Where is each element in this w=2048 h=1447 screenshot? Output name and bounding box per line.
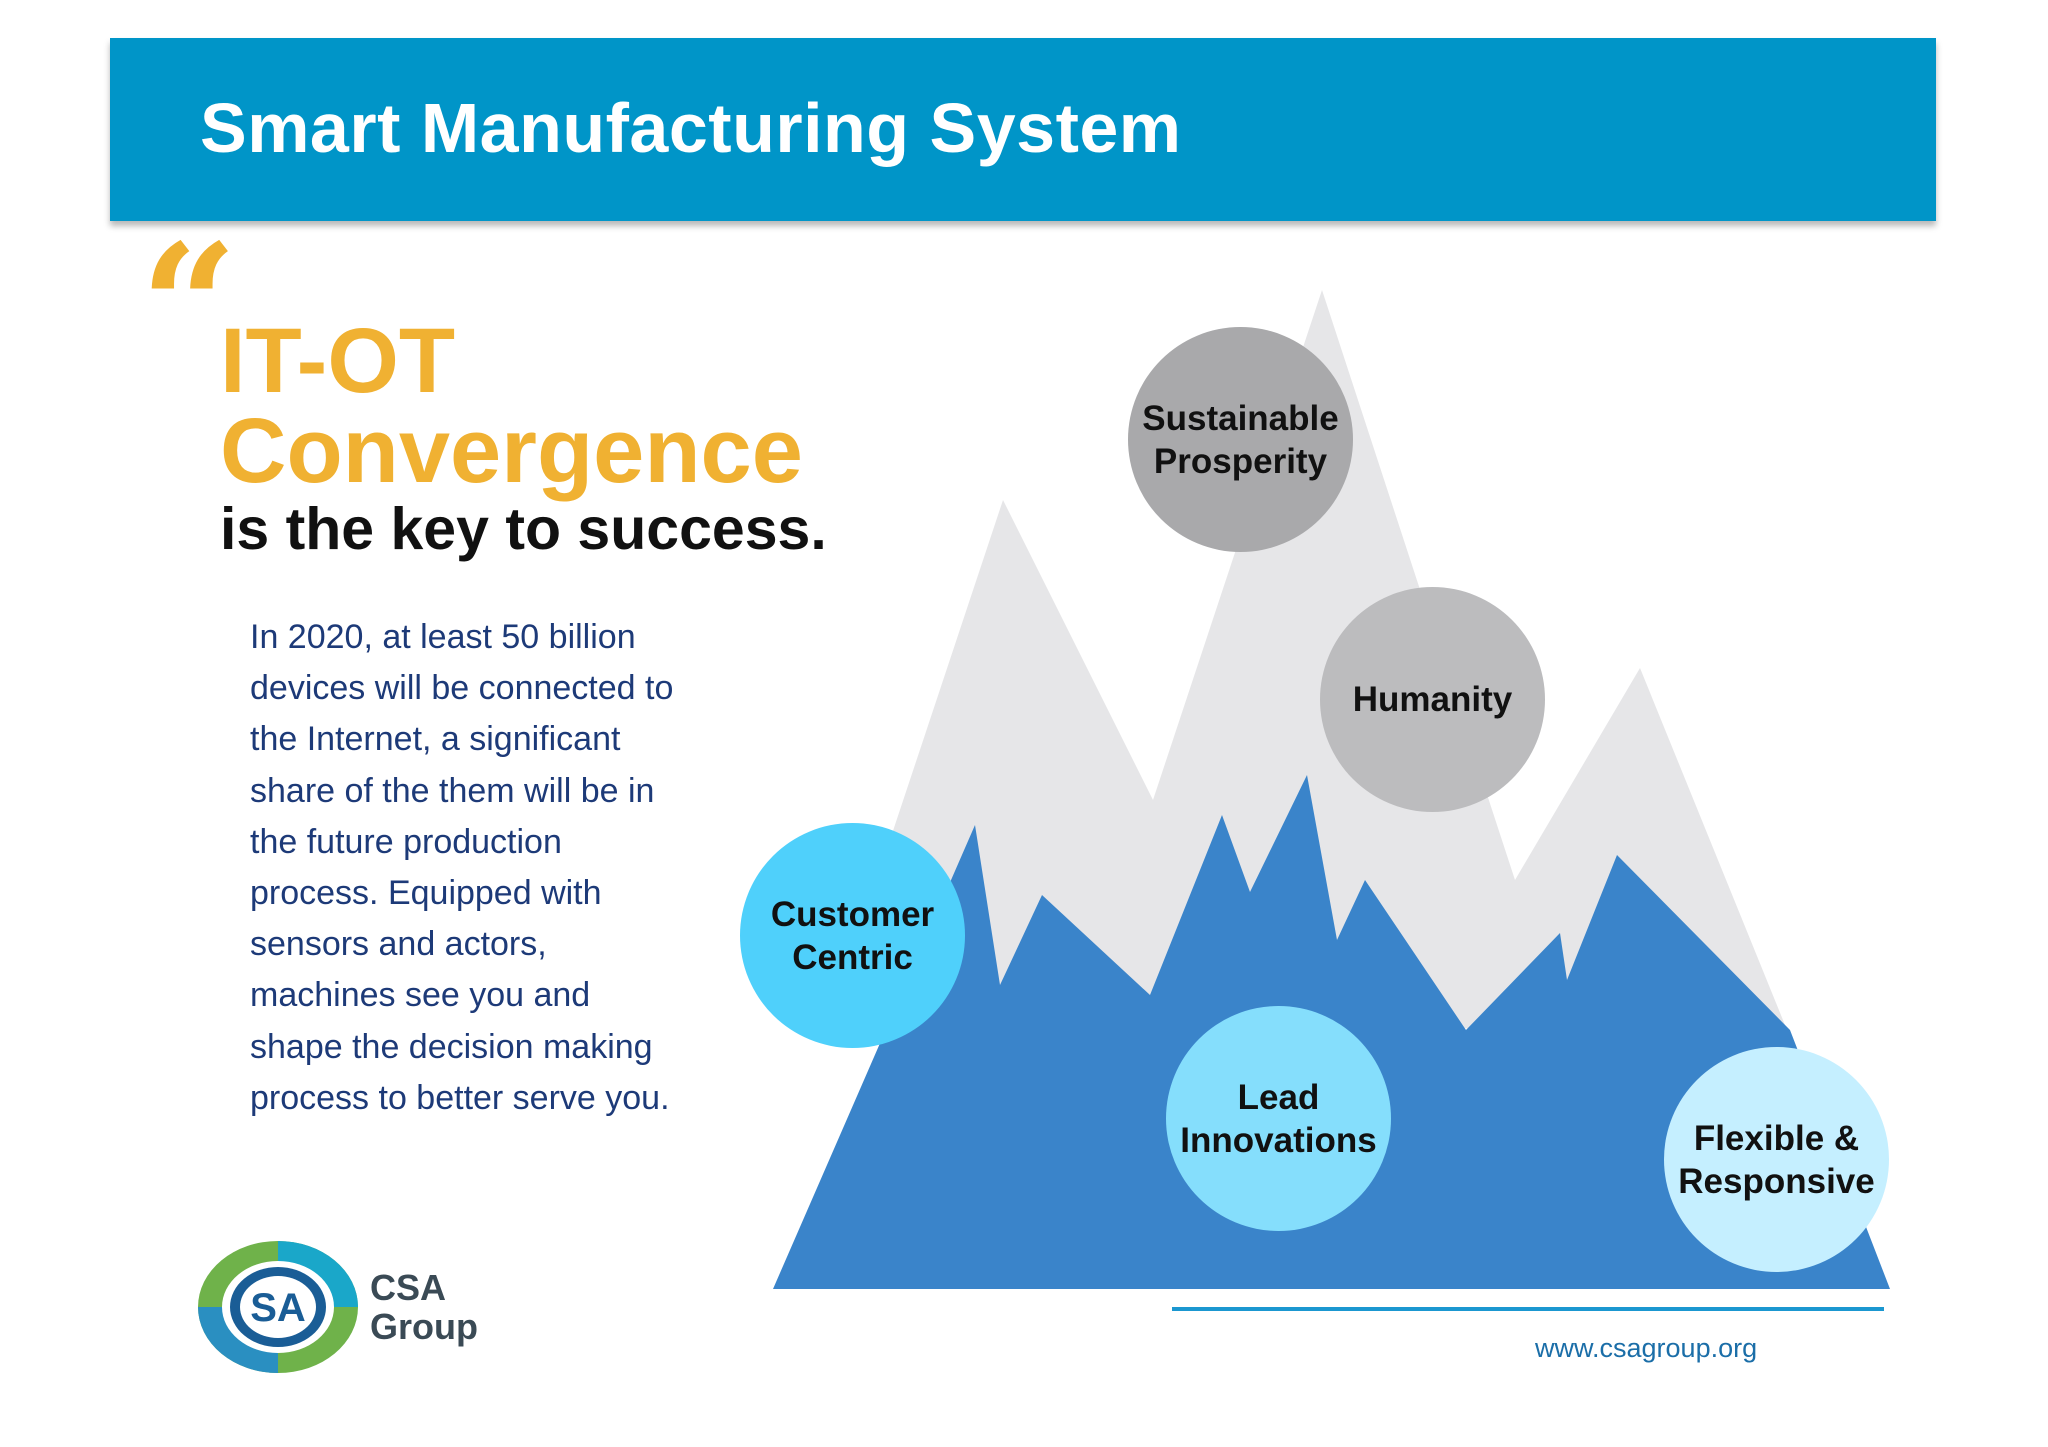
circle-label-line: Customer xyxy=(770,894,935,934)
headline-it-ot: IT-OT xyxy=(220,310,456,412)
circle-label-line: Humanity xyxy=(1352,680,1513,719)
body-line: devices will be connected to xyxy=(250,669,674,708)
body-line: shape the decision making xyxy=(250,1027,653,1066)
body-line: the future production xyxy=(250,822,562,861)
circle-label-line: Centric xyxy=(792,937,913,977)
circle-label-line: Flexible & xyxy=(1693,1118,1860,1158)
body-line: the Internet, a significant xyxy=(250,720,621,759)
footer-website-link[interactable]: www.csagroup.org xyxy=(1535,1333,1758,1363)
circle-sustainable-prosperity: Sustainable Prosperity xyxy=(1128,327,1353,552)
page-title: Smart Manufacturing System xyxy=(200,89,1182,167)
logo-wordmark-line: CSA xyxy=(370,1267,447,1308)
circle-label-line: Lead xyxy=(1237,1077,1320,1117)
headline-convergence: Convergence xyxy=(220,400,803,502)
body-line: sensors and actors, xyxy=(250,925,547,964)
circle-label-line: Prosperity xyxy=(1153,441,1328,481)
circle-customer-centric: Customer Centric xyxy=(740,823,965,1048)
circle-label-line: Responsive xyxy=(1678,1161,1875,1201)
title-banner: Smart Manufacturing System xyxy=(110,38,1936,221)
quote-mark-icon: “ xyxy=(140,207,238,407)
logo-mark: SA xyxy=(250,1286,306,1330)
body-paragraph: In 2020, at least 50 billion devices wil… xyxy=(250,612,720,1124)
circle-label-line: Innovations xyxy=(1180,1120,1377,1160)
circle-humanity: Humanity xyxy=(1320,587,1545,812)
body-line: share of the them will be in xyxy=(250,771,655,810)
csa-group-logo-icon: SA xyxy=(198,1241,358,1373)
circle-flexible-responsive: Flexible & Responsive xyxy=(1664,1047,1889,1272)
logo-wordmark: CSA Group xyxy=(370,1268,478,1346)
headline-subtitle: is the key to success. xyxy=(220,496,827,562)
body-line: machines see you and xyxy=(250,976,591,1015)
body-line: process. Equipped with xyxy=(250,874,602,913)
circle-lead-innovations: Lead Innovations xyxy=(1166,1006,1391,1231)
footer-divider xyxy=(1172,1307,1884,1311)
circle-label-line: Sustainable xyxy=(1142,398,1339,438)
body-line: In 2020, at least 50 billion xyxy=(250,618,636,656)
logo-wordmark-line: Group xyxy=(370,1306,478,1347)
body-line: process to better serve you. xyxy=(250,1078,670,1117)
